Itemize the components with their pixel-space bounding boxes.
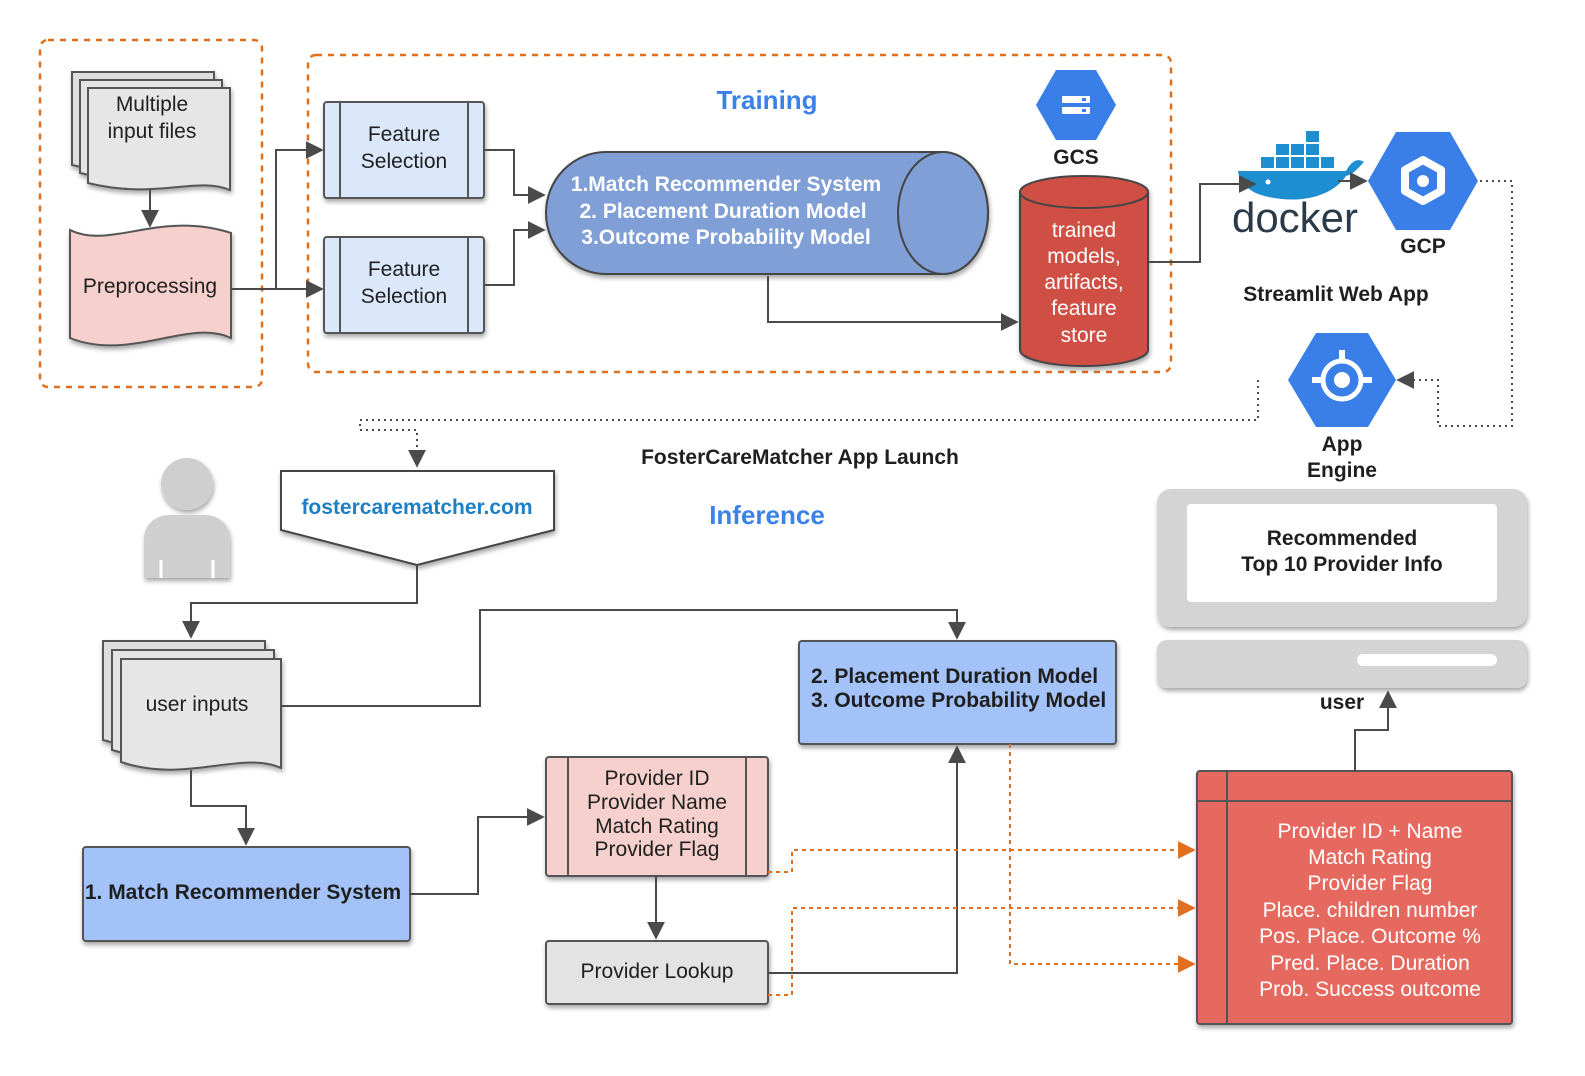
store-line-1: trained <box>1052 219 1116 242</box>
result-field-3: Provider Flag <box>1308 872 1433 895</box>
connector-inputs-to-match <box>190 770 255 846</box>
connector-result-to-user <box>1354 690 1397 771</box>
result-field-6: Pred. Place. Duration <box>1270 952 1470 975</box>
app-engine-label-1: App <box>1322 433 1363 456</box>
connector-site-to-user-inputs <box>182 565 418 639</box>
laptop-screen-line-2: Top 10 Provider Info <box>1241 553 1442 576</box>
result-field-2: Match Rating <box>1308 846 1432 869</box>
connector-inputs-to-models <box>281 609 966 707</box>
feature-selection-top-line2: Selection <box>361 150 447 173</box>
laptop-icon <box>1157 489 1527 688</box>
connector-match-to-provider-info <box>410 808 545 895</box>
feature-selection-top-line1: Feature <box>368 123 440 146</box>
connector-store-to-docker <box>1148 175 1257 263</box>
input-files-stack <box>71 71 231 192</box>
gcs-icon <box>1036 70 1116 140</box>
gcs-label: GCS <box>1053 146 1099 169</box>
match-recommender-label: 1. Match Recommender System <box>85 881 401 904</box>
store-line-2: models, <box>1047 245 1121 268</box>
input-files-label-2: input files <box>108 120 197 143</box>
result-box: Provider ID + Name Match Rating Provider… <box>1196 770 1513 1025</box>
provider-field-2: Provider Name <box>587 791 727 814</box>
preprocessing-shape <box>69 224 232 347</box>
result-field-1: Provider ID + Name <box>1278 820 1463 843</box>
connector-lookup-to-result <box>768 899 1196 996</box>
connector-app-engine-to-site <box>359 380 1259 468</box>
result-field-5: Pos. Place. Outcome % <box>1259 925 1481 948</box>
user-label: user <box>1320 691 1364 714</box>
app-launch-label: FosterCareMatcher App Launch <box>641 446 959 469</box>
connector-models-to-result <box>1009 744 1196 973</box>
website-display-shape <box>280 470 555 567</box>
connector-feature-bottom-to-cylinder <box>484 221 546 286</box>
cylinder-line-3: 3.Outcome Probability Model <box>581 226 870 249</box>
streamlit-label: Streamlit Web App <box>1243 283 1429 306</box>
cylinder-line-1: 1.Match Recommender System <box>571 173 881 196</box>
website-url-link[interactable]: fostercarematcher.com <box>301 496 532 519</box>
connector-lookup-to-models <box>768 745 966 974</box>
store-line-3: artifacts, <box>1044 271 1123 294</box>
connector-provider-info-to-result <box>768 841 1196 873</box>
feature-selection-bottom: Feature Selection <box>323 236 485 334</box>
feature-selection-bottom-line1: Feature <box>368 258 440 281</box>
connector-gcp-to-app-engine <box>1396 180 1513 427</box>
laptop-screen-line-1: Recommended <box>1267 527 1418 550</box>
preprocessing-label: Preprocessing <box>83 275 217 298</box>
store-line-5: store <box>1061 324 1108 347</box>
connector-feature-top-to-cylinder <box>484 149 546 204</box>
user-inputs-stack <box>102 640 282 771</box>
gcp-label: GCP <box>1400 235 1446 258</box>
input-files-label-1: Multiple <box>116 93 188 116</box>
artifact-store-cylinder <box>1019 175 1149 367</box>
docker-wordmark: docker <box>1232 194 1358 241</box>
provider-field-1: Provider ID <box>604 767 709 790</box>
result-field-7: Prob. Success outcome <box>1259 978 1481 1001</box>
inference-models-line-1: 2. Placement Duration Model <box>811 665 1098 688</box>
inference-title: Inference <box>709 500 825 530</box>
connector-cylinder-to-store <box>767 276 1019 331</box>
provider-field-3: Match Rating <box>595 815 719 838</box>
inference-models-box <box>798 640 1117 745</box>
app-engine-icon <box>1288 333 1396 427</box>
cylinder-line-2: 2. Placement Duration Model <box>579 200 866 223</box>
inference-models-line-2: 3. Outcome Probability Model <box>811 689 1106 712</box>
feature-selection-top: Feature Selection <box>323 101 485 199</box>
input-frame <box>38 38 264 389</box>
provider-lookup-label: Provider Lookup <box>581 960 734 983</box>
provider-info-box: Provider ID Provider Name Match Rating P… <box>545 756 769 877</box>
provider-field-4: Provider Flag <box>595 838 720 861</box>
feature-selection-bottom-line2: Selection <box>361 285 447 308</box>
user-avatar-icon <box>144 458 230 578</box>
docker-icon <box>1238 131 1364 200</box>
training-frame <box>306 53 1173 374</box>
result-field-4: Place. children number <box>1263 899 1478 922</box>
training-models-cylinder <box>545 151 989 275</box>
store-line-4: feature <box>1051 297 1116 320</box>
user-inputs-label: user inputs <box>146 693 249 716</box>
app-engine-label-2: Engine <box>1307 459 1377 482</box>
gcp-icon <box>1368 132 1478 230</box>
training-title: Training <box>716 85 817 115</box>
